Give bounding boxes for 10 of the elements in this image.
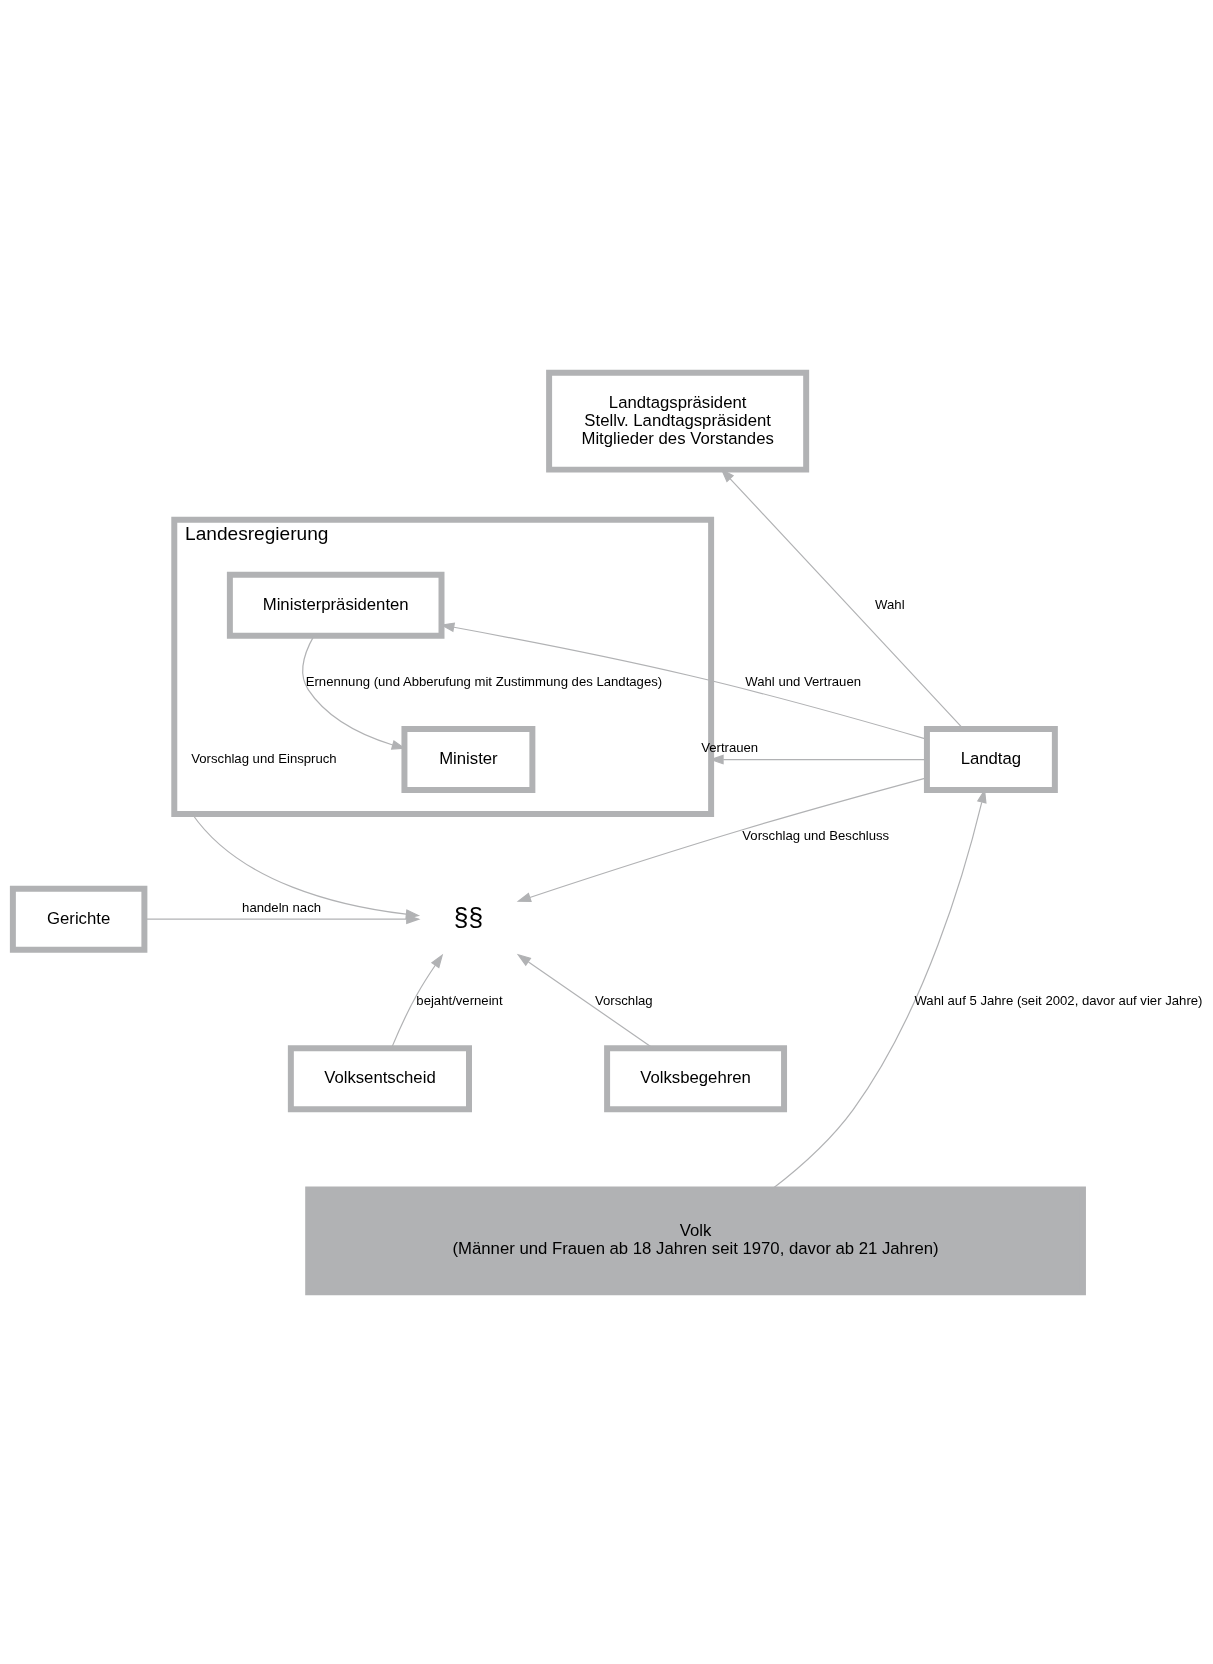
edge-label: Vorschlag xyxy=(594,992,653,1008)
edge-label: handeln nach xyxy=(242,899,322,915)
edge-label: Vorschlag und Beschluss xyxy=(742,827,890,843)
edge-label: Ernennung (und Abberufung mit Zustimmung des Landtages) xyxy=(305,673,663,689)
edge-label: bejaht/verneint xyxy=(416,992,503,1008)
edge-label: Vorschlag und Einspruch xyxy=(191,750,337,766)
edge-label: Wahl und Vertrauen xyxy=(745,673,862,689)
edge-label: Wahl auf 5 Jahre (seit 2002, davor auf vier Jahre) xyxy=(914,992,1203,1008)
node-text: §§ xyxy=(453,901,484,932)
edge-label: Wahl xyxy=(875,596,905,612)
